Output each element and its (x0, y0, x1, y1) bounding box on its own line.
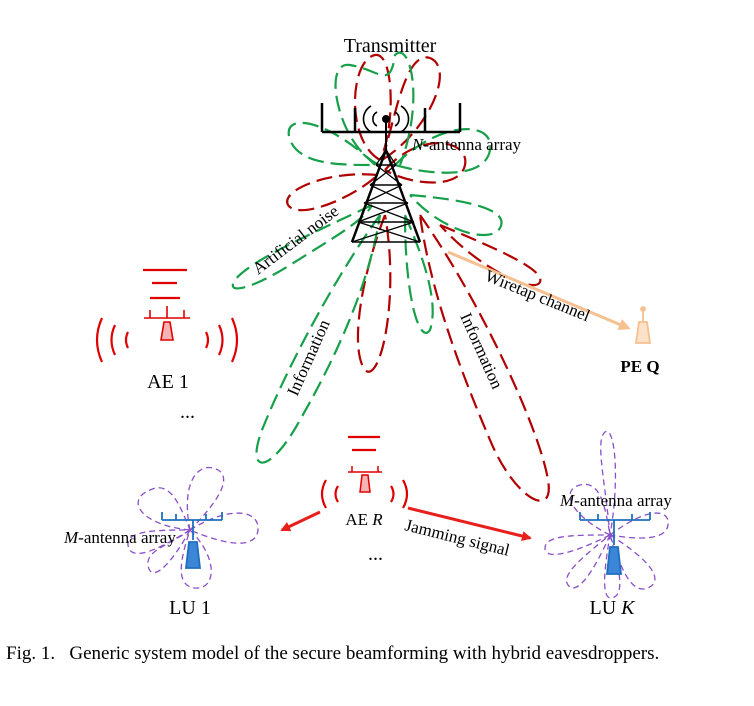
lu1-beams (127, 466, 259, 589)
figure-caption: Fig. 1. Generic system model of the secu… (6, 640, 748, 667)
green-beam-top (334, 51, 415, 167)
luk-label: LU K (589, 597, 636, 619)
pe-q-label: PE Q (620, 357, 659, 376)
red-beam-information-right (418, 214, 550, 502)
ellipsis-lower: ... (368, 543, 383, 565)
red-beam-left (286, 173, 379, 212)
red-beam-wiretap (439, 223, 542, 287)
transmitter-tower-icon (320, 103, 462, 243)
jamming-signal-label: Jamming signal (403, 515, 512, 559)
wiretap-channel-label: Wiretap channel (483, 266, 593, 325)
green-beam-left-upper (287, 121, 376, 167)
system-model-diagram: Transmitter N-antenna array Artificial n… (63, 35, 672, 619)
green-beam-right-lower (409, 193, 503, 237)
transmitter-beams (231, 51, 550, 502)
lu1-label: LU 1 (169, 597, 211, 619)
green-beam-artificial-noise (231, 204, 373, 290)
tx-array-label: N-antenna array (411, 135, 522, 154)
green-beam-lower-right (403, 214, 434, 334)
red-beam-upper-right (384, 142, 467, 184)
artificial-noise-label: Artificial noise (249, 201, 342, 278)
figure-caption-text: Generic system model of the secure beamf… (69, 643, 660, 664)
aer-label: AE R (345, 510, 383, 529)
m-array-right-label: M-antenna array (559, 491, 672, 510)
active-eavesdropper-r-icon (320, 435, 409, 509)
information-left-label: Information (283, 316, 334, 398)
figure-label: Fig. 1. (6, 643, 56, 664)
jamming-arrow-left (280, 510, 321, 532)
m-array-left-label: M-antenna array (63, 528, 176, 547)
active-eavesdropper-1-icon (95, 268, 239, 363)
passive-eavesdropper-icon (634, 306, 652, 344)
lu1-device-icon (161, 512, 223, 569)
red-beam-top-right (380, 56, 441, 161)
ae1-label: AE 1 (147, 371, 189, 393)
wiretap-channel-arrow (447, 250, 631, 331)
transmitter-label: Transmitter (344, 35, 437, 57)
luk-device-icon (579, 512, 651, 575)
green-beam-right-upper (394, 128, 492, 174)
ellipsis-ae: ... (180, 401, 195, 423)
green-beam-information-left (255, 214, 382, 464)
information-right-label: Information (456, 310, 507, 392)
jamming-arrow-right (407, 506, 532, 541)
